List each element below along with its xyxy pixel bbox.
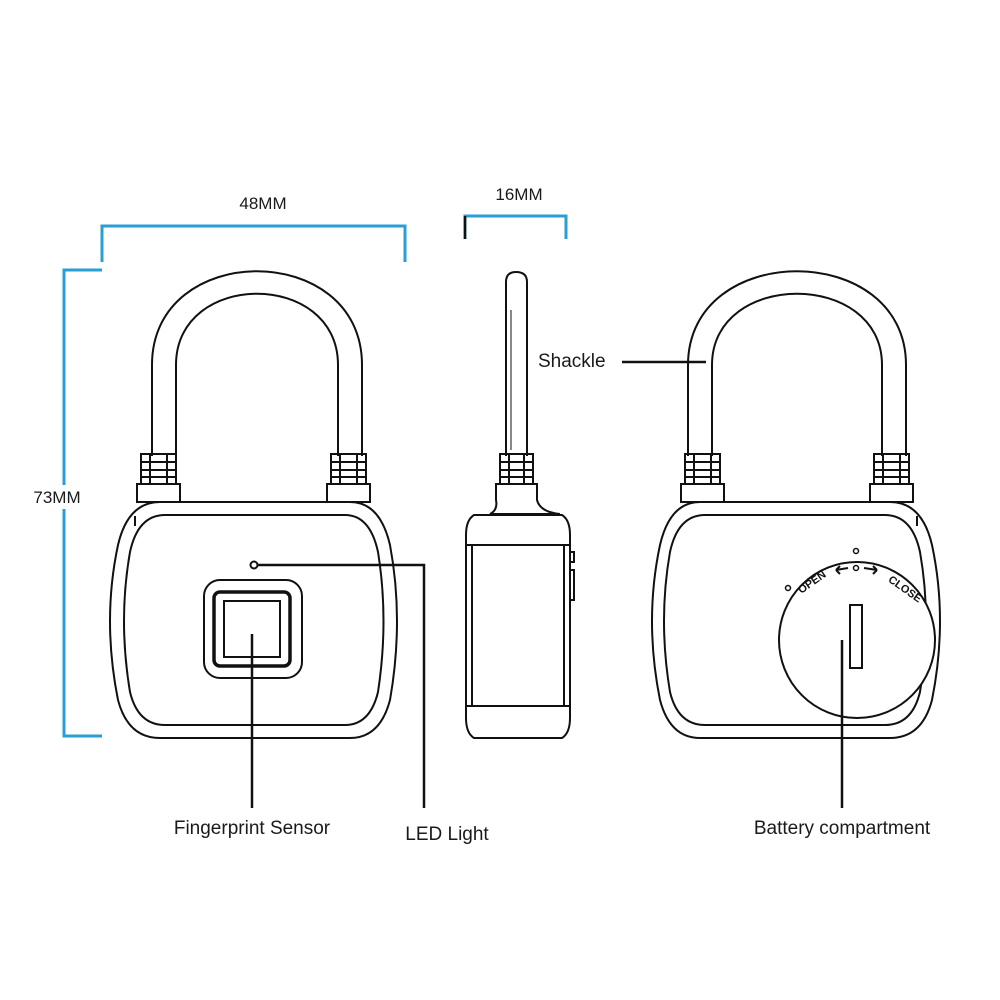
front-body-inner (123, 514, 385, 726)
battery-cover: OPEN CLOSE (778, 547, 936, 719)
open-arrow-icon (835, 565, 849, 575)
led-light-leader (258, 563, 426, 808)
led-light-indicator (249, 560, 259, 570)
fingerprint-sensor-label: Fingerprint Sensor (174, 818, 331, 839)
height-dimension-label: 73MM (33, 488, 80, 507)
battery-cover-slot (849, 604, 863, 669)
back-body-outer (651, 501, 941, 739)
back-shackle (687, 270, 907, 456)
front-body-outer (109, 501, 398, 739)
width-dimension: 48MM (100, 194, 407, 262)
front-shackle (151, 270, 363, 456)
height-dimension: 73MM (26, 268, 102, 738)
back-view: OPEN CLOSE (651, 270, 941, 739)
side-view (465, 270, 575, 739)
shackle-label: Shackle (538, 351, 606, 372)
side-button-1 (569, 551, 575, 563)
back-shackle-collar-left (680, 453, 725, 503)
side-shackle-collar (489, 453, 561, 515)
open-position-mark (784, 584, 792, 592)
top-position-mark (852, 547, 860, 555)
back-shackle-collar-right (869, 453, 914, 503)
depth-dimension: 16MM (463, 185, 568, 239)
led-light-label: LED Light (405, 824, 489, 845)
center-position-mark (852, 564, 860, 572)
back-body-inner (663, 514, 927, 726)
front-shackle-collar-right (326, 453, 371, 503)
battery-compartment-label: Battery compartment (754, 818, 931, 839)
width-dimension-label: 48MM (239, 194, 286, 213)
close-arrow-icon (863, 565, 878, 575)
front-shackle-collar-left (136, 453, 181, 503)
side-body (465, 514, 571, 739)
width-dimension-line (100, 224, 407, 262)
depth-dimension-label: 16MM (495, 185, 542, 204)
side-button-2 (569, 569, 575, 601)
front-view (109, 270, 398, 739)
depth-dimension-line (463, 214, 568, 239)
side-shackle (505, 270, 528, 456)
height-label-backdrop (26, 485, 90, 509)
